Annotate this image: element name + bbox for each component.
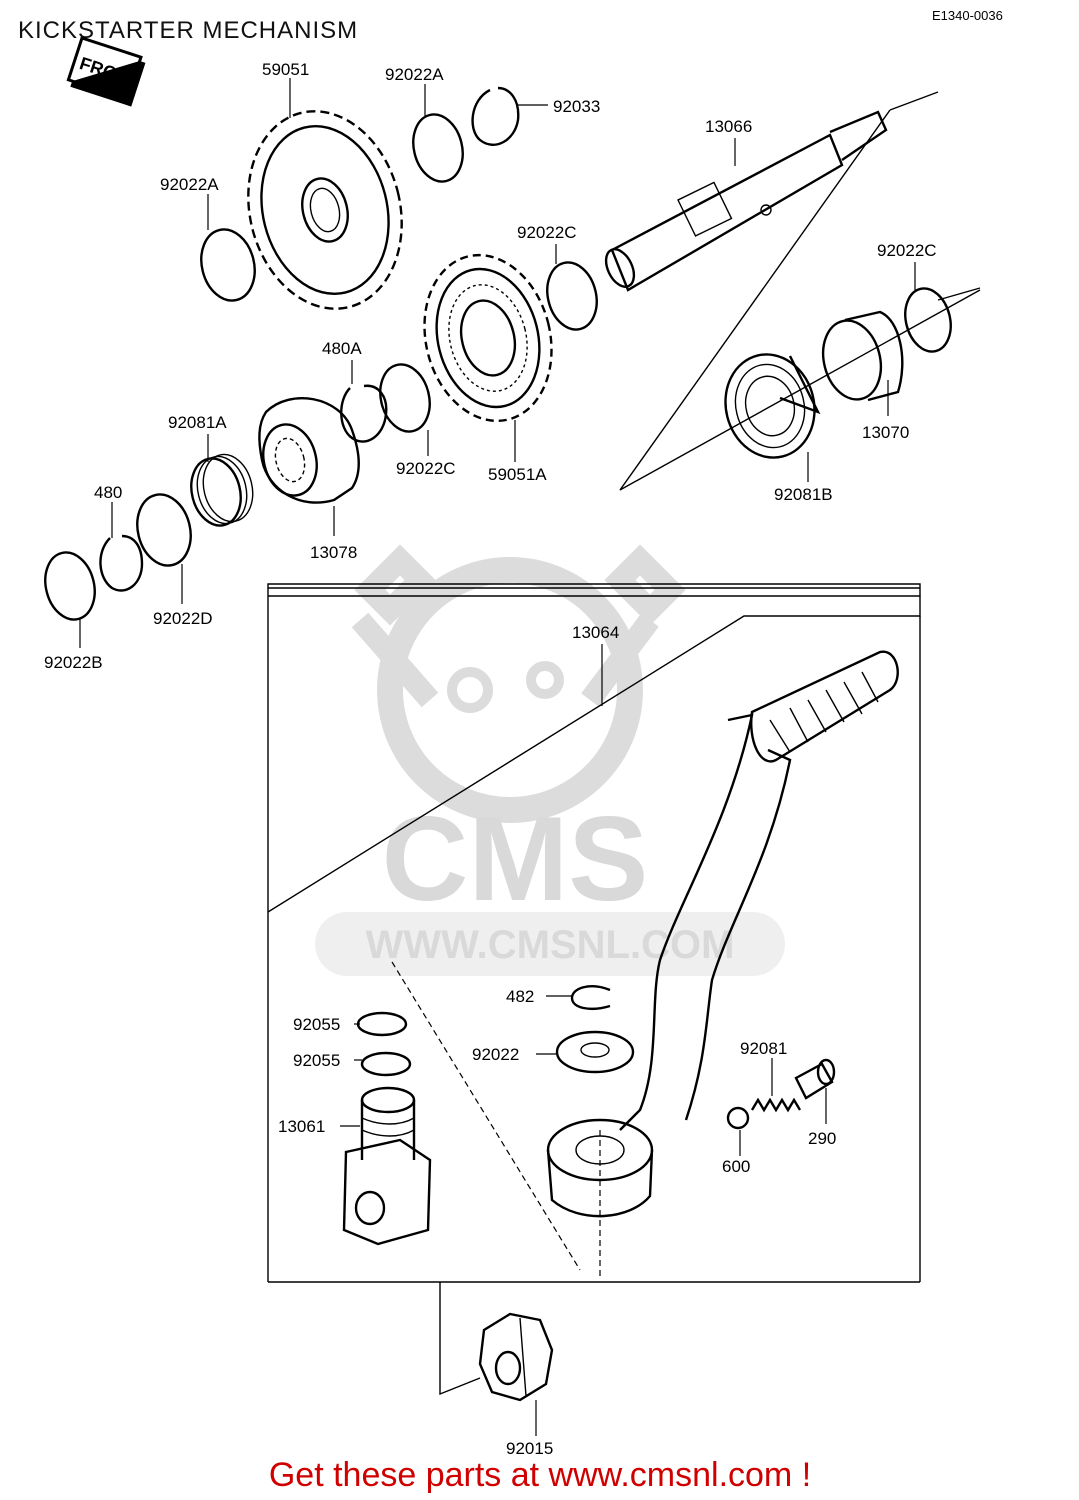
- ratchet-13078: [258, 397, 360, 504]
- part-label-480: 480: [94, 483, 122, 502]
- shaft-13066: [604, 110, 888, 292]
- watermark-mascot-eye-right: [526, 661, 564, 699]
- washer-92022A-top: [412, 113, 464, 183]
- inset-axis-line: [937, 287, 981, 301]
- lever-assembly-frame: [267, 583, 921, 912]
- e-clip-482: [570, 985, 611, 1010]
- washer-92022C-mid: [546, 261, 598, 331]
- oring-92055-a: [356, 1011, 408, 1037]
- part-labels: 59051 92022A 92033 13066 92022A 92022C 9…: [44, 60, 937, 1458]
- part-label-92022D: 92022D: [153, 609, 213, 628]
- gear-59051A: [423, 253, 553, 423]
- part-label-59051A: 59051A: [488, 465, 547, 484]
- circlip-480: [99, 534, 144, 592]
- torsion-spring-92081B: [724, 353, 821, 459]
- washer-92022D: [136, 493, 192, 567]
- part-label-92022C-low: 92022C: [396, 459, 456, 478]
- washer-92022A-left: [200, 228, 256, 302]
- spring-92081: [750, 1097, 802, 1113]
- diagram-code: E1340-0036: [932, 8, 1003, 23]
- page-title: KICKSTARTER MECHANISM: [18, 17, 358, 44]
- part-label-92081: 92081: [740, 1039, 787, 1058]
- lower-frame: [267, 616, 921, 1283]
- part-label-92055-b: 92055: [293, 1051, 340, 1070]
- washer-92022C-right: [904, 287, 952, 353]
- part-label-92033: 92033: [553, 97, 600, 116]
- watermark-url-text: WWW.CMSNL.COM: [366, 923, 735, 967]
- inset-frame: [619, 91, 981, 491]
- watermark-mascot-eye-left: [447, 667, 493, 713]
- watermark-mascot-head: [377, 557, 643, 823]
- part-label-92022C-right: 92022C: [877, 241, 937, 260]
- part-label-13078: 13078: [310, 543, 357, 562]
- watermark-wrench-icon: [351, 544, 439, 708]
- washer-92022B: [44, 551, 96, 621]
- part-label-480A: 480A: [322, 339, 362, 358]
- promo-link[interactable]: Get these parts at www.cmsnl.com !: [269, 1456, 811, 1494]
- part-label-13064: 13064: [572, 623, 619, 642]
- nut-leader-frame: [439, 1282, 481, 1396]
- oring-92055-b: [360, 1051, 412, 1077]
- collar-13070: [821, 310, 904, 402]
- washer-92022: [555, 1030, 635, 1074]
- gear-59051: [247, 110, 403, 310]
- part-label-92081A: 92081A: [168, 413, 227, 432]
- washer-92022C-low: [379, 363, 431, 433]
- part-label-59051: 59051: [262, 60, 309, 79]
- part-label-92022C-mid: 92022C: [517, 223, 577, 242]
- nut-92015: [478, 1312, 554, 1402]
- part-label-13061: 13061: [278, 1117, 325, 1136]
- plug-290: [794, 1058, 836, 1100]
- part-label-13070: 13070: [862, 423, 909, 442]
- watermark-wrench-icon-2: [581, 544, 686, 707]
- part-label-600: 600: [722, 1157, 750, 1176]
- part-label-92022A-left: 92022A: [160, 175, 219, 194]
- part-label-92081B: 92081B: [774, 485, 833, 504]
- part-label-92022: 92022: [472, 1045, 519, 1064]
- lever-shaft-13061: [342, 1086, 432, 1246]
- part-label-92015: 92015: [506, 1439, 553, 1458]
- leader-lines: [79, 78, 916, 1436]
- front-arrow-badge: FRONT: [66, 36, 146, 107]
- watermark-url-banner: [315, 912, 785, 976]
- part-label-13066: 13066: [705, 117, 752, 136]
- circlip-92033: [471, 86, 520, 146]
- dashed-guide-shaft: [391, 961, 581, 1271]
- spring-92081A: [190, 453, 254, 527]
- part-label-290: 290: [808, 1129, 836, 1148]
- watermark-logo-text: CMS: [382, 792, 649, 926]
- cmsnl-watermark: CMS WWW.CMSNL.COM: [315, 544, 785, 976]
- part-label-92022A-top: 92022A: [385, 65, 444, 84]
- part-label-92022B: 92022B: [44, 653, 103, 672]
- ball-600: [726, 1106, 750, 1130]
- part-label-482: 482: [506, 987, 534, 1006]
- part-label-92055-a: 92055: [293, 1015, 340, 1034]
